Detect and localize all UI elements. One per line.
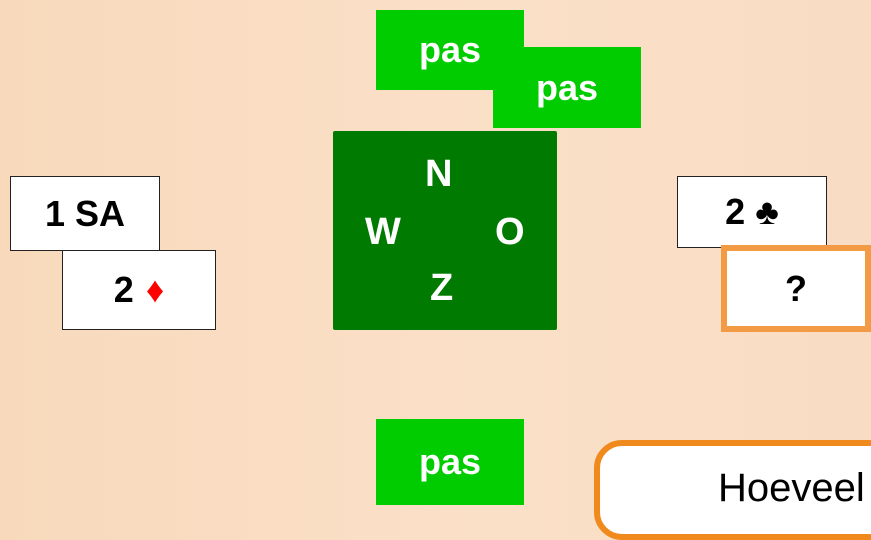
club-icon: ♣ [755, 191, 779, 232]
compass-table: N W O Z [333, 131, 557, 330]
callout-text: Hoeveel [718, 466, 865, 510]
compass-south-label: Z [430, 267, 454, 309]
question-callout: Hoeveel [594, 440, 871, 540]
bid-level: 2 [725, 191, 746, 232]
compass-north-label: N [425, 153, 453, 195]
east-bid-2-clubs: 2♣ [677, 176, 827, 248]
west-bid-1sa: 1 SA [10, 176, 160, 251]
north-bid-pas-2: pas [493, 47, 641, 128]
bid-label: 1 SA [44, 192, 126, 234]
south-bid-pas: pas [376, 419, 524, 505]
compass-east-label: O [495, 211, 525, 253]
bid-label: pas [535, 66, 599, 108]
bid-level: 2 [113, 269, 134, 310]
west-bid-2-diamonds: 2♦ [62, 250, 216, 330]
question-mark: ? [785, 267, 807, 309]
diamond-icon: ♦ [145, 269, 165, 310]
east-bid-question[interactable]: ? [721, 245, 871, 332]
bid-label: pas [418, 29, 482, 70]
compass-west-label: W [365, 211, 401, 253]
bid-label: pas [418, 441, 482, 482]
